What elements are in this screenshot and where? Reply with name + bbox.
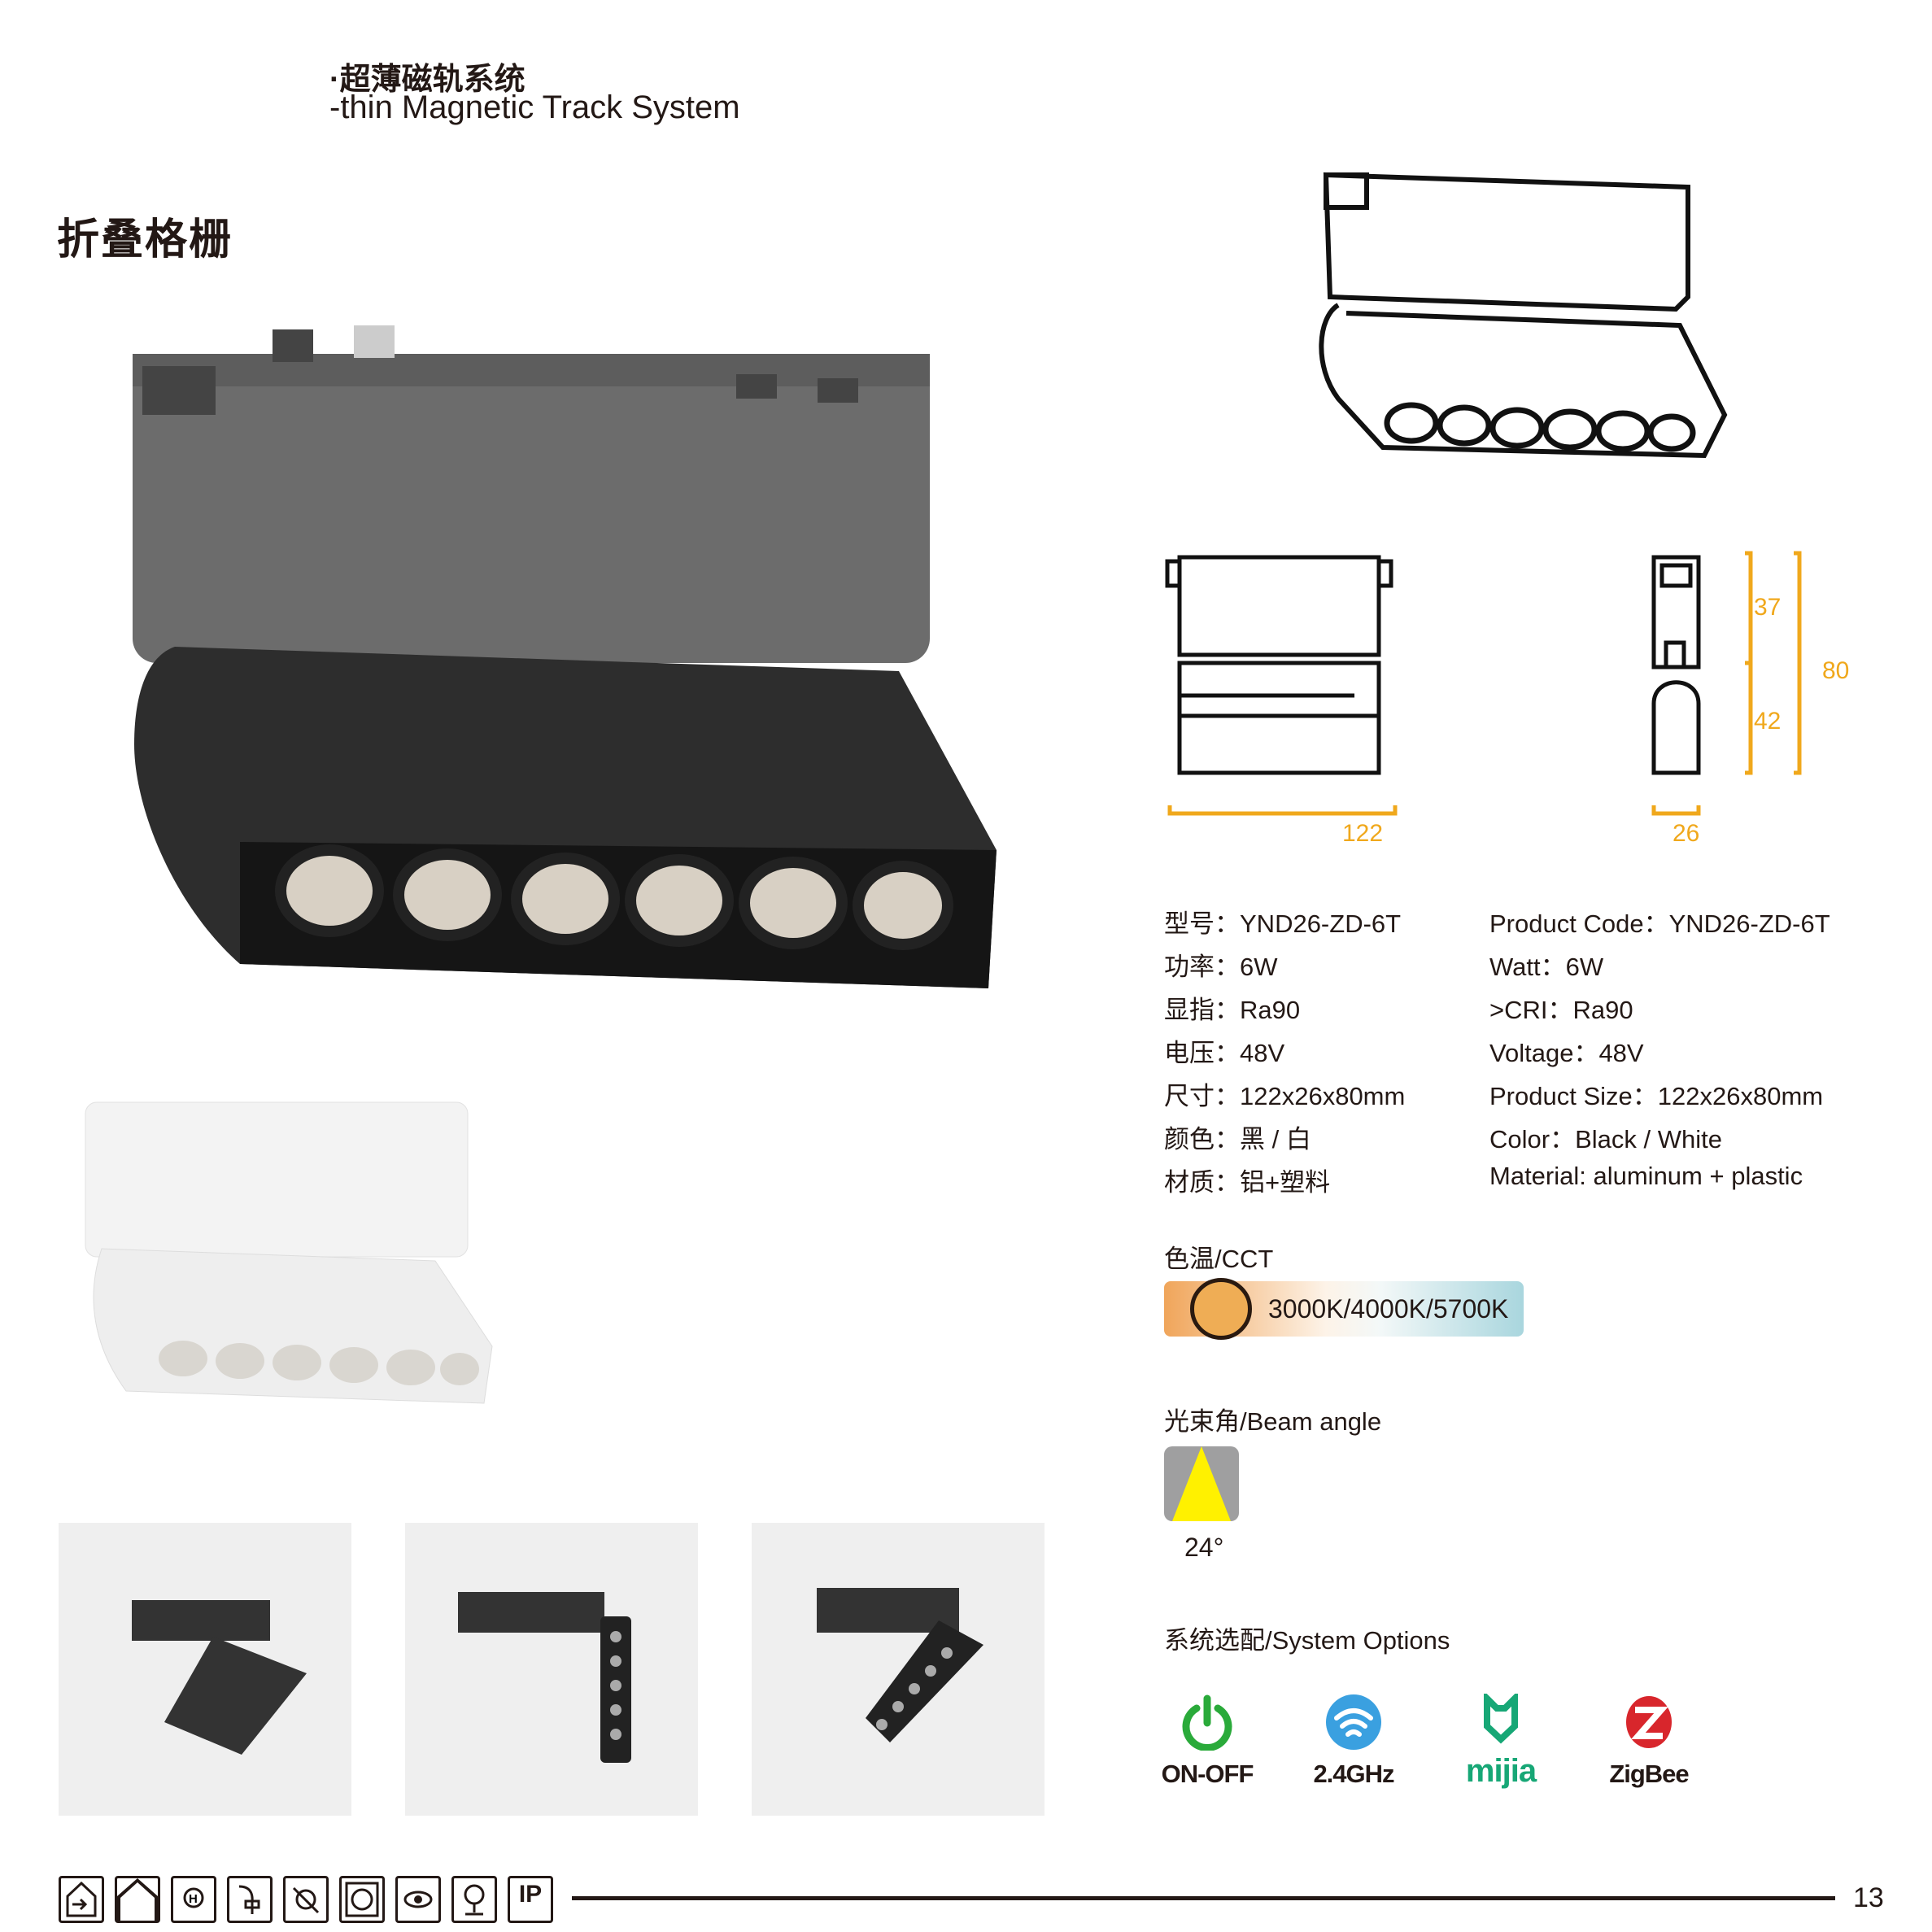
option-label: ZigBee [1609,1760,1689,1788]
spec-value: 122x26x80mm [1240,1082,1406,1110]
spec-value: aluminum + plastic [1593,1162,1803,1190]
dim-height: 80 [1822,657,1850,684]
spec-label: 显指： [1164,996,1240,1024]
cct-circle-icon [1190,1278,1252,1340]
product-image-black [133,325,997,988]
spec-value: 122x26x80mm [1657,1082,1824,1110]
spec-value: 6W [1565,953,1604,981]
option-label: ON-OFF [1161,1760,1254,1788]
spec-row: 电压：48V [1164,1032,1405,1075]
spec-row: 显指：Ra90 [1164,989,1405,1032]
cct-bar: 3000K/4000K/5700K [1164,1278,1524,1340]
spec-value: Ra90 [1572,996,1633,1024]
spec-row: Product Size：122x26x80mm [1489,1075,1830,1119]
spec-label: Material: [1489,1162,1594,1190]
anti-glare-icon [339,1876,385,1923]
spec-value: 铝+塑料 [1240,1168,1331,1197]
spec-label: 电压： [1164,1039,1240,1067]
spec-row: Watt：6W [1489,946,1830,989]
dim-upper: 37 [1754,594,1782,621]
cct-value: 3000K/4000K/5700K [1268,1294,1509,1324]
angle-thumbnail-1 [59,1523,351,1816]
spec-label: 材质： [1164,1168,1240,1197]
spec-label: 颜色： [1164,1125,1240,1154]
spec-value: YND26-ZD-6T [1240,909,1402,938]
ceiling-icon [115,1876,160,1923]
specs-cn: 型号：YND26-ZD-6T 功率：6W 显指：Ra90 电压：48V 尺寸：1… [1164,903,1405,1205]
spec-label: Product Size： [1489,1082,1658,1110]
beam-value: 24° [1184,1533,1224,1562]
power-icon [1182,1694,1232,1751]
spec-value: 48V [1598,1039,1644,1067]
series-title-cn: ·超薄磁轨系统 [329,63,526,97]
angle-thumbnail-3 [752,1523,1045,1816]
spec-label: Voltage： [1489,1039,1599,1067]
page-title: 折叠格栅 [57,216,233,264]
dimension-drawing [1165,551,1802,816]
spec-value: 黑 / 白 [1240,1125,1311,1154]
spec-label: Watt： [1489,953,1566,981]
option-label: 2.4GHz [1313,1760,1394,1788]
lamp-icon [451,1876,497,1923]
ip-rating-icon: IP [508,1876,553,1923]
spec-label: 尺寸： [1164,1082,1240,1110]
beam-label: 光束角/Beam angle [1164,1407,1382,1436]
spec-value: Black / White [1575,1125,1722,1154]
option-zigbee: ZigBee [1588,1694,1710,1789]
dim-length: 122 [1342,820,1384,847]
spec-row: 颜色：黑 / 白 [1164,1119,1405,1162]
spec-row: Color：Black / White [1489,1119,1830,1162]
beam-angle-icon [1164,1446,1239,1521]
spec-value: Ra90 [1240,996,1301,1024]
eye-care-icon [395,1876,441,1923]
page-number: 13 [1853,1882,1884,1913]
dim-width: 26 [1673,820,1700,847]
series-title-en: -thin Magnetic Track System [329,89,740,125]
spec-row: 材质：铝+塑料 [1164,1162,1405,1205]
spec-row: Product Code：YND26-ZD-6T [1489,903,1830,946]
spec-label: Color： [1489,1125,1576,1154]
spec-label: 功率： [1164,953,1240,981]
angle-thumbnail-2 [405,1523,698,1816]
product-image-white [85,1101,493,1404]
eco-plug-icon [227,1876,273,1923]
spec-row: Material: aluminum + plastic [1489,1162,1830,1205]
dim-lower: 42 [1754,708,1782,735]
cct-label: 色温/CCT [1164,1245,1274,1273]
system-options-label: 系统选配/System Options [1164,1626,1450,1655]
spec-value: YND26-ZD-6T [1668,909,1830,938]
spec-label: 型号： [1164,909,1240,938]
zigbee-icon [1626,1696,1672,1748]
isometric-drawing [1319,172,1728,459]
mijia-icon [1484,1690,1518,1744]
high-efficiency-icon: H [171,1876,216,1923]
spec-value: 48V [1240,1039,1285,1067]
footer-rule [572,1896,1835,1900]
specs-en: Product Code：YND26-ZD-6T Watt：6W >CRI：Ra… [1489,903,1830,1205]
spec-label: Product Code： [1489,909,1669,938]
spec-value: 6W [1240,953,1278,981]
wifi-icon [1326,1694,1381,1750]
spec-row: 型号：YND26-ZD-6T [1164,903,1405,946]
spec-row: Voltage：48V [1489,1032,1830,1075]
spec-row: 尺寸：122x26x80mm [1164,1075,1405,1119]
option-24ghz: 2.4GHz [1293,1694,1415,1789]
option-label: mijia [1465,1753,1537,1789]
option-on-off: ON-OFF [1146,1694,1268,1789]
spec-label: >CRI： [1489,996,1573,1024]
no-uv-icon [283,1876,329,1923]
indoor-icon [59,1876,104,1923]
spec-row: 功率：6W [1164,946,1405,989]
spec-row: >CRI：Ra90 [1489,989,1830,1032]
option-mijia: mijia [1440,1690,1562,1790]
svg-text:H: H [189,1892,198,1906]
